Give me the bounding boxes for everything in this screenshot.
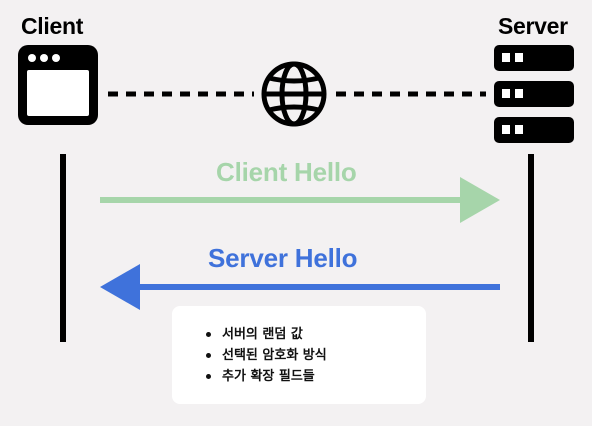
server-rack-icon <box>494 45 574 143</box>
server-hello-arrow <box>100 264 500 310</box>
server-hello-contents-list: 서버의 랜덤 값 선택된 암호화 방식 추가 확장 필드들 <box>206 324 327 387</box>
list-item: 서버의 랜덤 값 <box>206 324 327 345</box>
globe-icon <box>261 61 327 127</box>
client-label: Client <box>21 13 84 39</box>
client-hello-label: Client Hello <box>216 157 357 187</box>
list-item: 추가 확장 필드들 <box>206 366 327 387</box>
client-hello-arrow <box>100 177 500 223</box>
server-label: Server <box>498 13 568 39</box>
list-item: 선택된 암호화 방식 <box>206 345 327 366</box>
server-hello-label: Server Hello <box>208 243 358 273</box>
server-hello-contents-box: 서버의 랜덤 값 선택된 암호화 방식 추가 확장 필드들 <box>172 306 426 404</box>
browser-window-icon <box>18 45 98 125</box>
